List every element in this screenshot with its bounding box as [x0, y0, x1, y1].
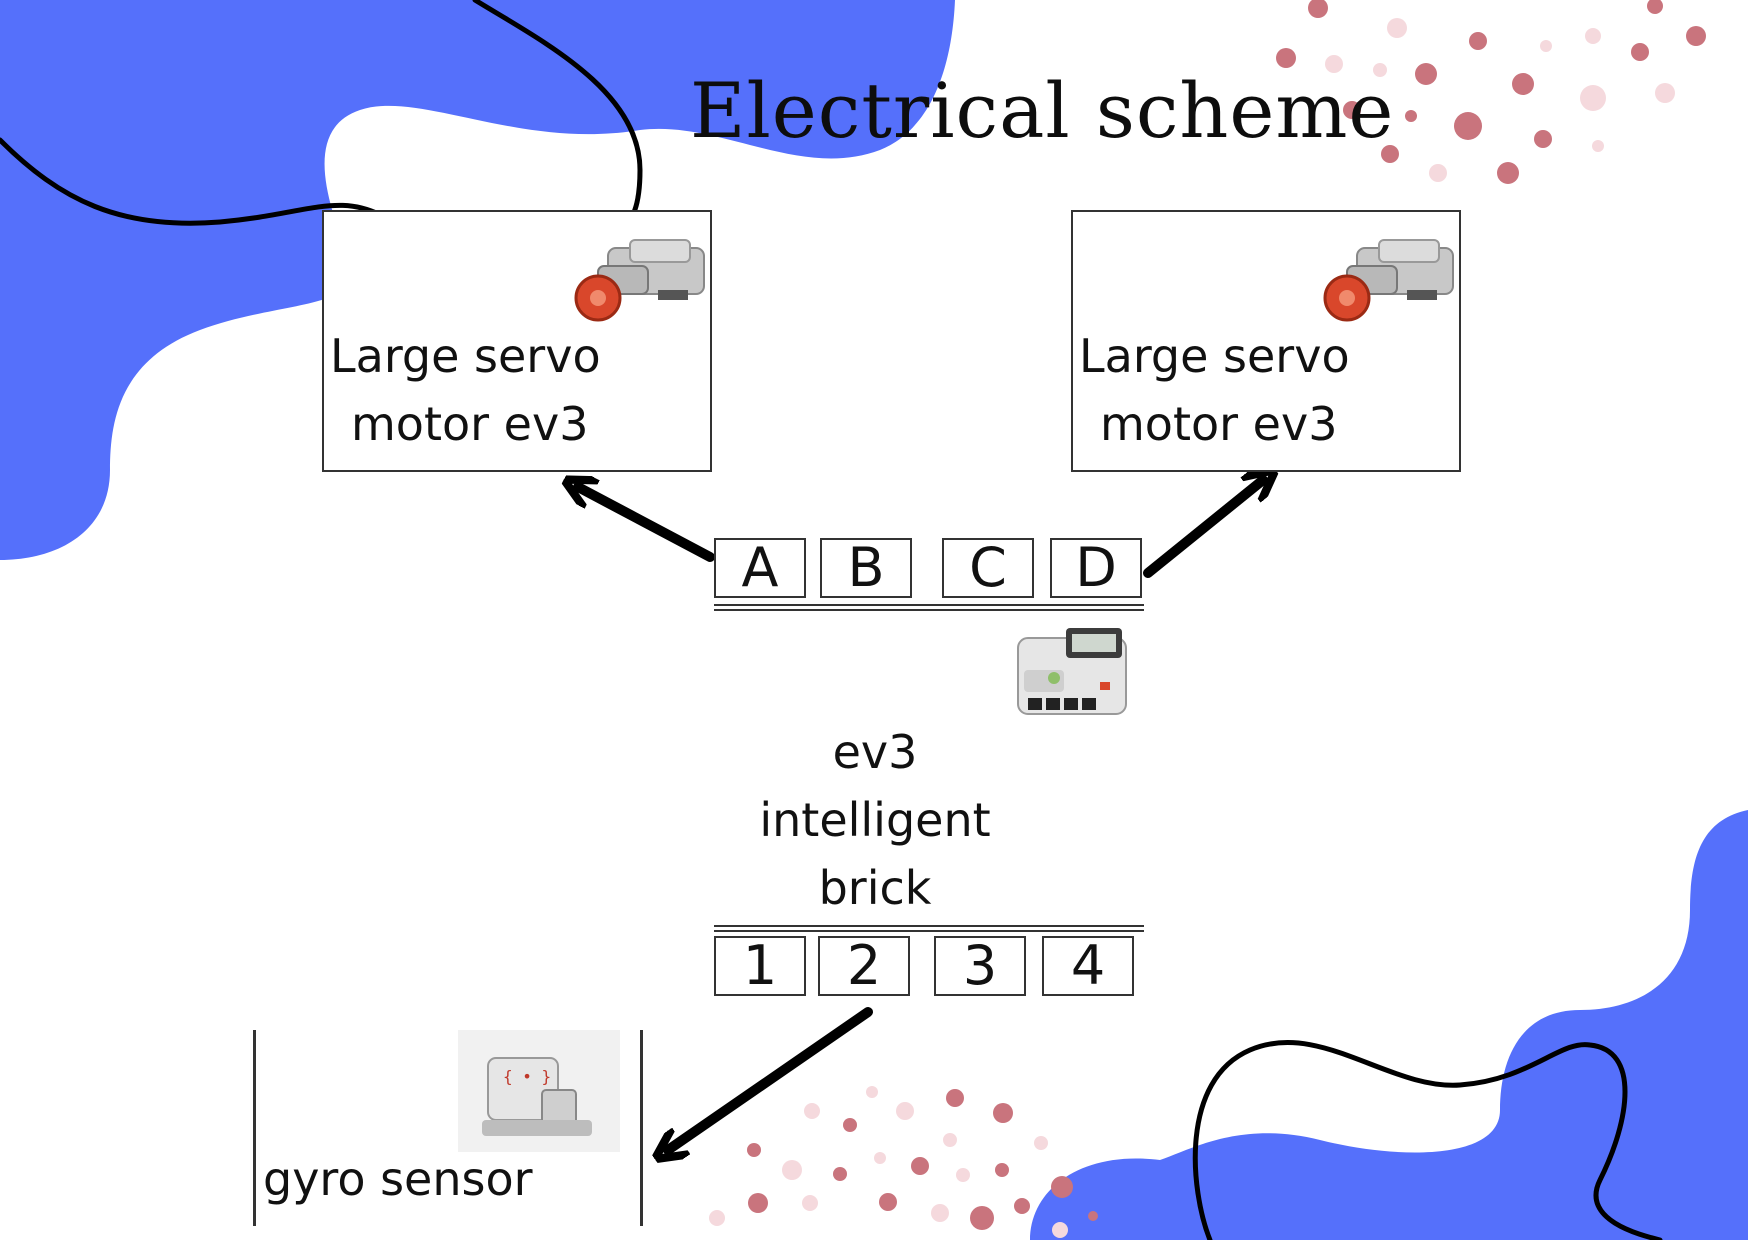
svg-text:{ • }: { • }	[503, 1067, 551, 1086]
arrow-to-left-motor	[578, 487, 715, 562]
brick-top-edge	[714, 604, 1144, 611]
input-port-1: 1	[714, 936, 806, 996]
motor-box-left: Large servo motor ev3	[322, 210, 712, 472]
arrow-to-gyro-sensor	[668, 1007, 873, 1150]
output-port-c: C	[942, 538, 1034, 598]
brick-label-line3: brick	[818, 861, 932, 915]
ev3-large-motor-icon	[574, 239, 705, 322]
brick-bottom-edge	[714, 925, 1144, 932]
motor-left-label-line2: motor ev3	[351, 397, 589, 451]
input-port-4: 4	[1042, 936, 1134, 996]
brick-label-line1: ev3	[832, 725, 918, 779]
sensor-frame-right	[640, 1030, 643, 1226]
blue-blob-bottom-right	[1030, 810, 1748, 1240]
page-title: Electrical scheme	[690, 66, 1395, 155]
black-squiggle-bottom	[1192, 1040, 1663, 1240]
ev3-brick-icon	[1017, 628, 1127, 715]
motor-box-right: Large servo motor ev3	[1071, 210, 1461, 472]
input-port-2: 2	[818, 936, 910, 996]
brick-label-line2: intelligent	[759, 793, 991, 847]
input-port-3: 3	[934, 936, 1026, 996]
ev3-large-motor-icon	[1323, 239, 1454, 322]
motor-right-label-line2: motor ev3	[1100, 397, 1338, 451]
dot-cluster-top-right	[1276, 0, 1706, 184]
motor-right-label-line1: Large servo	[1079, 329, 1350, 383]
sensor-frame-left	[253, 1030, 256, 1226]
output-port-a: A	[714, 538, 806, 598]
gyro-sensor-label: gyro sensor	[263, 1152, 533, 1206]
dot-cluster-bottom	[709, 1086, 1098, 1238]
blue-blob-top-left	[0, 0, 955, 560]
output-port-d: D	[1050, 538, 1142, 598]
output-port-b: B	[820, 538, 912, 598]
arrow-to-right-motor	[1143, 480, 1263, 578]
ev3-gyro-sensor-icon: { • }	[458, 1030, 620, 1152]
brick-label: ev3 intelligent brick	[740, 718, 1010, 922]
motor-left-label-line1: Large servo	[330, 329, 601, 383]
